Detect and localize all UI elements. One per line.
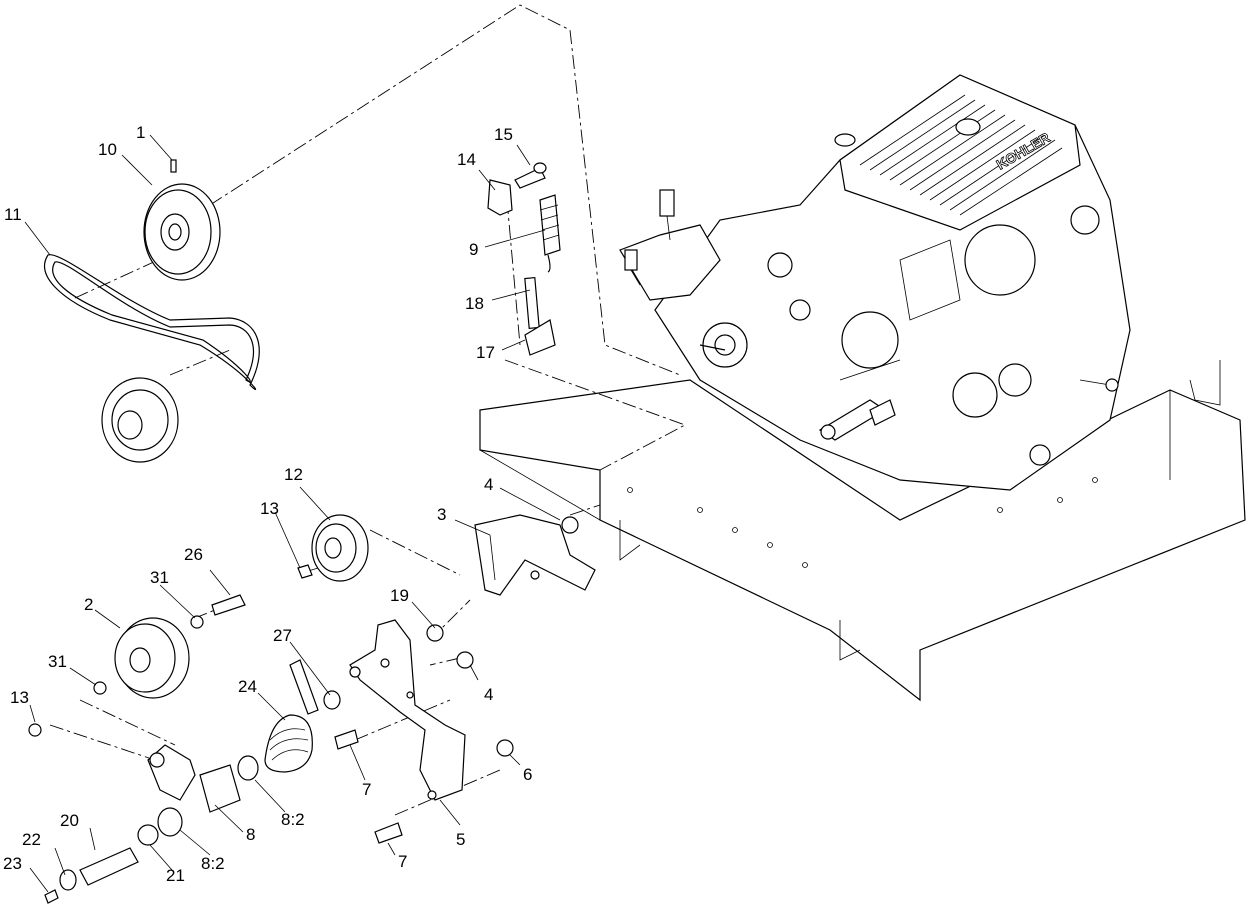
callout-17: 17 [476, 343, 495, 362]
callout-24: 24 [238, 677, 257, 696]
callout-11: 11 [4, 205, 22, 224]
callout-3: 3 [437, 505, 446, 524]
callout-20: 20 [60, 811, 79, 830]
engine-pulley [101, 377, 179, 463]
callout-7-lower: 7 [398, 852, 407, 871]
callout-13-upper: 13 [260, 499, 279, 518]
callout-31-lower: 31 [48, 652, 67, 671]
torsion-spring-24 [237, 659, 341, 781]
callout-7-upper: 7 [362, 780, 371, 799]
callout-26: 26 [184, 545, 203, 564]
pulley-10 [143, 159, 221, 281]
callout-9: 9 [469, 240, 478, 259]
callout-2: 2 [84, 595, 93, 614]
callout-18: 18 [465, 294, 484, 313]
callout-8-2-left: 8:2 [201, 854, 225, 873]
callout-21: 21 [166, 866, 185, 885]
spring-assembly [487, 162, 561, 356]
callout-6: 6 [523, 765, 532, 784]
callout-31-upper: 31 [150, 568, 169, 587]
callout-8: 8 [246, 825, 255, 844]
callout-12: 12 [284, 465, 303, 484]
callout-14: 14 [457, 150, 476, 169]
callout-22: 22 [22, 830, 41, 849]
kohler-engine: KOHLER [619, 74, 1131, 491]
callout-15: 15 [494, 125, 513, 144]
callout-labels: 1 10 11 15 14 9 18 17 4 3 12 13 26 31 2 … [3, 123, 532, 885]
callout-8-2-right: 8:2 [281, 810, 305, 829]
callout-5: 5 [456, 830, 465, 849]
callout-27: 27 [273, 626, 292, 645]
bracket-3 [474, 514, 596, 596]
pulley-2 [93, 594, 246, 699]
callout-19: 19 [390, 586, 409, 605]
callout-4-lower: 4 [484, 685, 493, 704]
bracket-5 [334, 619, 514, 844]
callout-1: 1 [136, 123, 145, 142]
idler-arm [28, 723, 241, 904]
callout-23: 23 [3, 854, 22, 873]
drive-belt [44, 254, 260, 391]
leader-lines [24, 134, 561, 893]
callout-10: 10 [98, 140, 117, 159]
callout-13-lower: 13 [10, 688, 29, 707]
callout-4-upper: 4 [484, 475, 493, 494]
idler-pulley-12 [297, 514, 369, 582]
frame-rail [479, 360, 1246, 702]
